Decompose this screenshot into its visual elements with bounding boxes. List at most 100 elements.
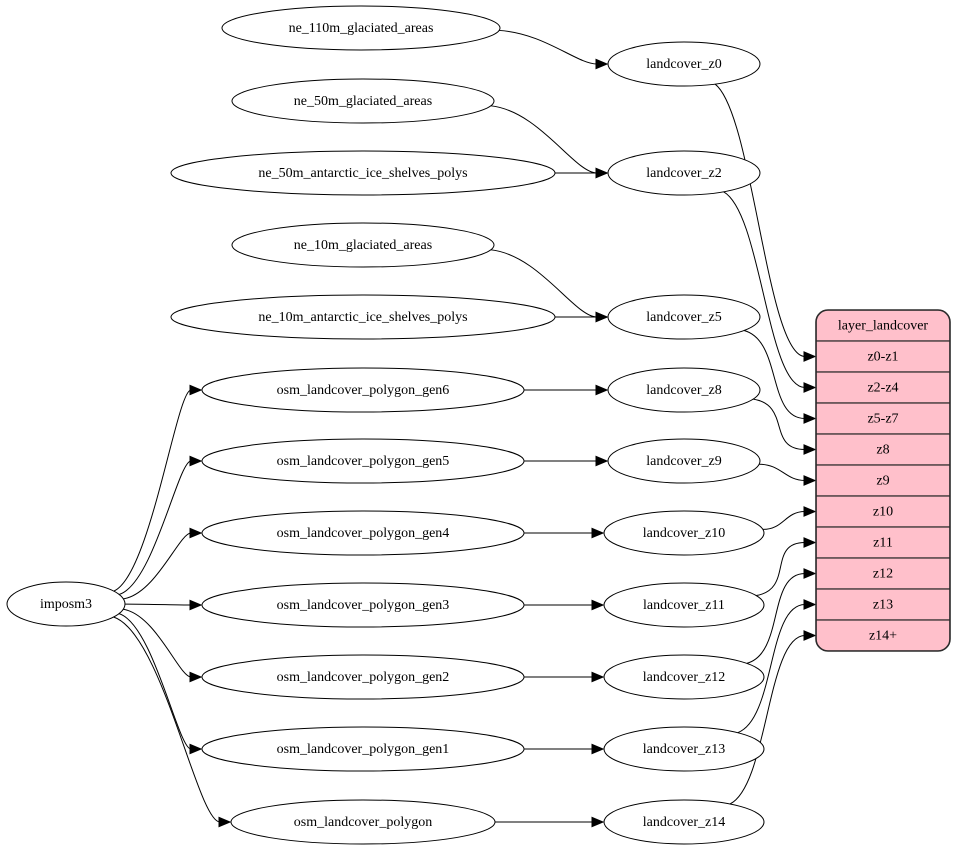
edge-osm_landcover_polygon-to-landcover_z14: [494, 816, 605, 828]
table-row-z0-z1[interactable]: z0-z1: [816, 340, 950, 373]
edge-line: [113, 616, 221, 823]
node-landcover_z14[interactable]: landcover_z14: [603, 799, 765, 845]
node-landcover_z11[interactable]: landcover_z11: [603, 582, 765, 628]
edge-arrowhead: [591, 599, 605, 611]
node-landcover_z9[interactable]: landcover_z9: [607, 438, 761, 484]
edge-line: [123, 532, 192, 600]
edge-arrowhead: [189, 455, 203, 467]
table-row-z12-label: z12: [873, 567, 893, 582]
node-label: imposm3: [40, 597, 92, 612]
table-row-z11-label: z11: [873, 536, 893, 551]
node-ne_50m_antarctic_ice_shelves_polys[interactable]: ne_50m_antarctic_ice_shelves_polys: [170, 150, 556, 196]
node-ellipse: [607, 294, 761, 340]
node-ellipse: [603, 726, 765, 772]
edge-line: [756, 542, 806, 597]
node-ne_10m_antarctic_ice_shelves_polys[interactable]: ne_10m_antarctic_ice_shelves_polys: [170, 294, 556, 340]
node-osm_landcover_polygon_gen3[interactable]: osm_landcover_polygon_gen3: [201, 582, 525, 628]
table-row-z8[interactable]: z8: [816, 433, 950, 466]
edge-arrowhead: [803, 444, 817, 455]
table-row-z13[interactable]: z13: [816, 588, 950, 621]
edge-landcover_z14-to-z14+: [729, 630, 817, 805]
node-imposm3[interactable]: imposm3: [6, 581, 126, 627]
edge-arrowhead: [218, 816, 232, 828]
node-osm_landcover_polygon_gen6[interactable]: osm_landcover_polygon_gen6: [201, 367, 525, 413]
edge-line: [737, 604, 806, 734]
node-label: landcover_z0: [646, 57, 721, 72]
node-ellipse: [603, 799, 765, 845]
edge-arrowhead: [595, 455, 609, 467]
table-row-z9[interactable]: z9: [816, 464, 950, 497]
edge-ne_10m_antarctic_ice_shelves_polys-to-landcover_z5: [555, 311, 609, 323]
edge-landcover_z5-to-z5-z7: [743, 329, 817, 424]
node-ellipse: [201, 510, 525, 556]
edge-arrowhead: [595, 58, 609, 70]
edge-imposm3-to-osm_landcover_polygon_gen2: [123, 608, 203, 683]
table-row-z11[interactable]: z11: [816, 526, 950, 559]
table-row-z10-label: z10: [873, 505, 893, 520]
node-ne_10m_glaciated_areas[interactable]: ne_10m_glaciated_areas: [231, 222, 495, 268]
node-landcover_z0[interactable]: landcover_z0: [607, 41, 761, 87]
node-ne_110m_glaciated_areas[interactable]: ne_110m_glaciated_areas: [221, 5, 501, 51]
edge-line: [113, 389, 192, 592]
node-label: osm_landcover_polygon: [294, 815, 432, 830]
edge-arrowhead: [189, 743, 203, 755]
node-ellipse: [231, 78, 495, 124]
edge-arrowhead: [803, 506, 817, 517]
edge-layer: [113, 29, 817, 828]
node-osm_landcover_polygon_gen2[interactable]: osm_landcover_polygon_gen2: [201, 654, 525, 700]
table-row-z2-z4-label: z2-z4: [867, 381, 898, 396]
node-osm_landcover_polygon_gen1[interactable]: osm_landcover_polygon_gen1: [201, 726, 525, 772]
table-row-z2-z4[interactable]: z2-z4: [816, 371, 950, 404]
edge-arrowhead: [595, 311, 609, 323]
edge-arrowhead: [803, 568, 817, 579]
node-label: ne_10m_antarctic_ice_shelves_polys: [258, 310, 467, 325]
edge-line: [124, 603, 192, 606]
node-ellipse: [607, 438, 761, 484]
node-ellipse: [607, 150, 761, 196]
node-label: ne_50m_glaciated_areas: [294, 94, 432, 109]
table-row-z14plus[interactable]: z14+: [816, 619, 950, 651]
edge-line: [729, 635, 806, 805]
table-row-z5-z7[interactable]: z5-z7: [816, 402, 950, 435]
edge-line: [118, 613, 192, 750]
edge-arrowhead: [591, 527, 605, 539]
node-landcover_z13[interactable]: landcover_z13: [603, 726, 765, 772]
edge-ne_110m_glaciated_areas-to-landcover_z0: [499, 29, 609, 70]
node-ne_50m_glaciated_areas[interactable]: ne_50m_glaciated_areas: [231, 78, 495, 124]
node-ellipse: [603, 654, 765, 700]
edge-arrowhead: [189, 527, 203, 539]
table-row-z12[interactable]: z12: [816, 557, 950, 590]
edge-arrowhead: [803, 475, 817, 486]
edge-line: [753, 398, 806, 450]
node-label: landcover_z9: [646, 454, 721, 469]
edge-osm_landcover_polygon_gen6-to-landcover_z8: [524, 384, 609, 396]
table-row-z8-label: z8: [876, 443, 889, 458]
edge-line: [714, 83, 806, 357]
edge-line: [723, 191, 806, 388]
edge-imposm3-to-osm_landcover_polygon_gen4: [123, 527, 203, 600]
node-ellipse: [231, 222, 495, 268]
node-label: landcover_z14: [643, 815, 725, 830]
node-landcover_z8[interactable]: landcover_z8: [607, 367, 761, 413]
edge-imposm3-to-osm_landcover_polygon: [113, 616, 232, 828]
node-landcover_z12[interactable]: landcover_z12: [603, 654, 765, 700]
table-row-z10[interactable]: z10: [816, 495, 950, 528]
node-osm_landcover_polygon_gen4[interactable]: osm_landcover_polygon_gen4: [201, 510, 525, 556]
node-landcover_z2[interactable]: landcover_z2: [607, 150, 761, 196]
node-label: osm_landcover_polygon_gen3: [277, 598, 450, 613]
edge-landcover_z9-to-z9: [759, 463, 817, 486]
edge-line: [743, 329, 806, 419]
node-landcover_z5[interactable]: landcover_z5: [607, 294, 761, 340]
node-label: osm_landcover_polygon_gen5: [277, 454, 450, 469]
node-ellipse: [230, 799, 496, 845]
edge-landcover_z11-to-z11: [756, 537, 817, 597]
edge-imposm3-to-osm_landcover_polygon_gen3: [124, 599, 203, 611]
edge-imposm3-to-osm_landcover_polygon_gen6: [113, 384, 203, 592]
table-row-z5-z7-label: z5-z7: [867, 412, 898, 427]
node-osm_landcover_polygon_gen5[interactable]: osm_landcover_polygon_gen5: [201, 438, 525, 484]
node-landcover_z10[interactable]: landcover_z10: [603, 510, 765, 556]
node-layer: imposm3 ne_110m_glaciated_areas ne_50m_gla…: [6, 5, 765, 845]
node-osm_landcover_polygon[interactable]: osm_landcover_polygon: [230, 799, 496, 845]
edge-arrowhead: [803, 537, 817, 548]
